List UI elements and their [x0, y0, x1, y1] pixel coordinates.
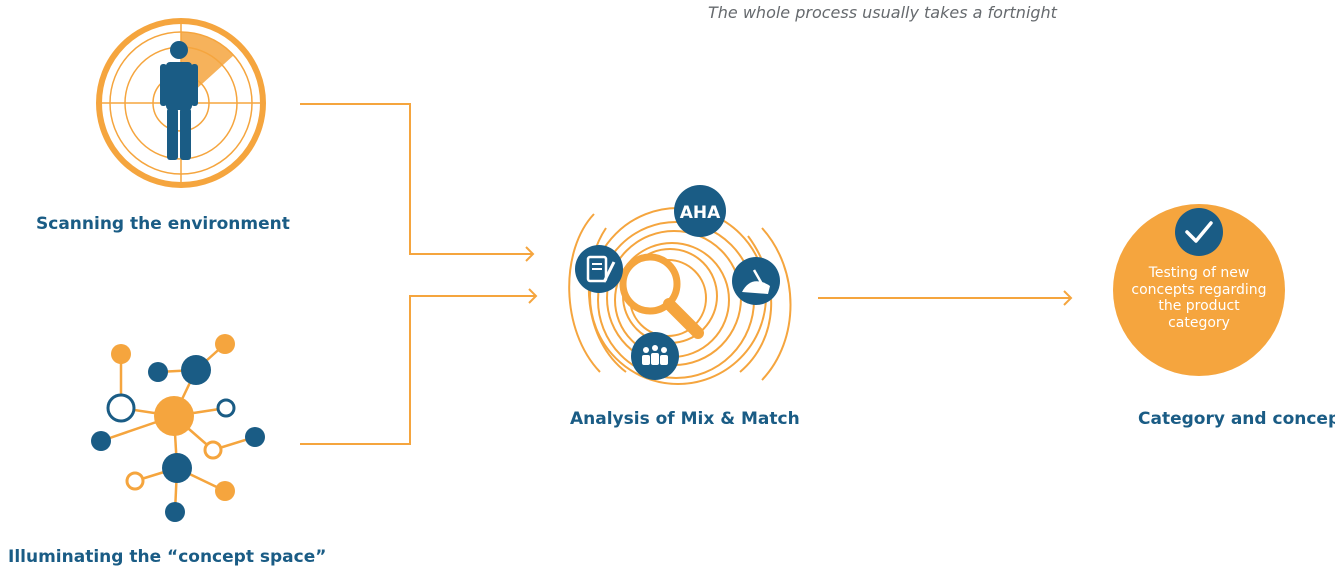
hand-pen-icon — [732, 257, 780, 305]
step-label-illuminating: Illuminating the “concept space” — [8, 547, 327, 567]
checkmark-icon — [1185, 221, 1213, 243]
result-description: Testing of new concepts regarding the pr… — [1117, 265, 1281, 331]
aha-badge: AHA — [674, 185, 726, 237]
process-duration-note: The whole process usually takes a fortni… — [708, 3, 1057, 22]
svg-text:AHA: AHA — [680, 203, 721, 223]
step-label-scanning: Scanning the environment — [36, 214, 290, 234]
result-line: category — [1168, 314, 1230, 331]
result-line: concepts regarding — [1131, 281, 1267, 298]
result-line: the product — [1158, 298, 1240, 314]
result-line: Testing of new — [1148, 265, 1250, 281]
notebook-pen-icon — [575, 245, 623, 293]
result-circle — [1113, 204, 1285, 376]
step-label-analysis: Analysis of Mix & Match — [570, 409, 800, 429]
step-label-category: Category and concepts — [1138, 409, 1335, 429]
person-radar-icon — [96, 18, 266, 188]
people-group-icon — [631, 332, 679, 380]
connector-lines — [300, 103, 1073, 445]
